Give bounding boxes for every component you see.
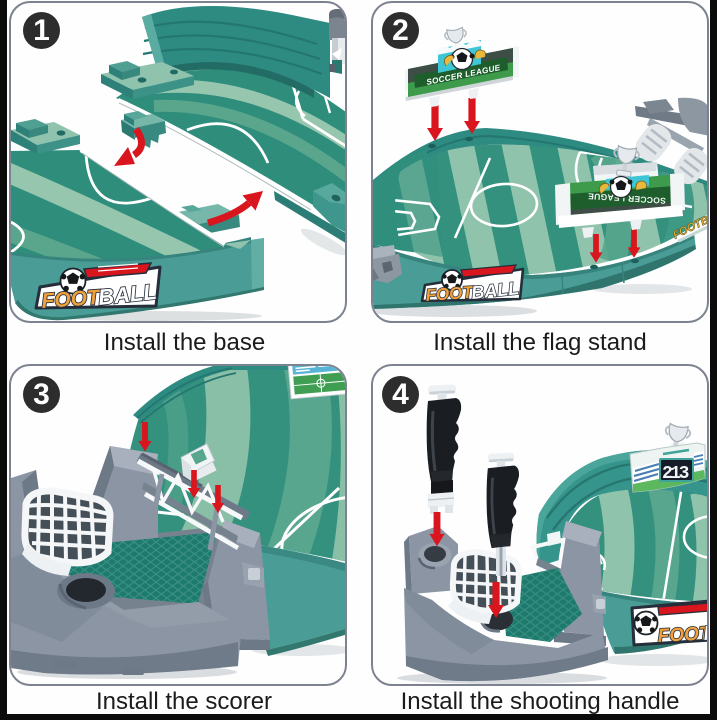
svg-text:SOCCER LEAGUE: SOCCER LEAGUE <box>588 191 667 206</box>
svg-text:213: 213 <box>662 464 689 484</box>
svg-text:BALL: BALL <box>470 278 520 303</box>
svg-text:FOOT: FOOT <box>657 623 707 647</box>
svg-text:FOOT: FOOT <box>425 282 475 304</box>
svg-text:FOOT: FOOT <box>40 285 102 312</box>
svg-text:BA: BA <box>703 620 707 644</box>
